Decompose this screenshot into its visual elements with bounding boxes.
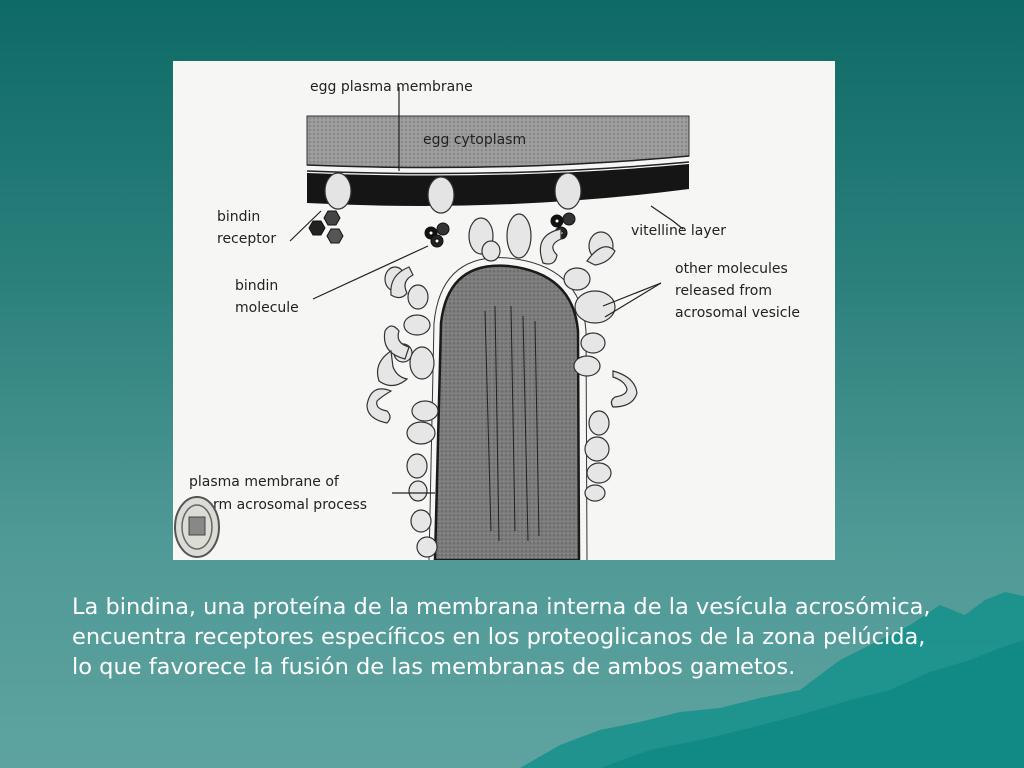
label-egg-cytoplasm: egg cytoplasm	[423, 132, 526, 148]
label-bindin-receptor-1: bindin	[217, 209, 260, 225]
bindin-molecule-cluster-2	[424, 222, 450, 248]
label-vitelline-layer: vitelline layer	[631, 223, 726, 239]
label-plasma-membrane-1: plasma membrane of	[189, 474, 340, 490]
actin-filaments	[484, 305, 540, 542]
label-plasma-membrane-2: rm acrosomal process	[213, 497, 367, 513]
bindin-receptor-3	[554, 172, 582, 210]
acrosomal-process	[433, 264, 581, 560]
bindin-receptor-1	[324, 172, 352, 210]
library-stamp	[174, 496, 220, 558]
label-bindin-molecule-2: molecule	[235, 300, 299, 316]
label-other-molecules-2: released from	[675, 283, 772, 299]
egg-plasma-membrane	[306, 155, 690, 169]
acrosome-diagram: egg plasma membrane egg cytoplasm bindin…	[174, 79, 800, 560]
label-other-molecules-3: acrosomal vesicle	[675, 305, 800, 321]
label-other-molecules-1: other molecules	[675, 261, 788, 277]
leader-lines	[289, 87, 684, 494]
label-bindin-receptor-2: receptor	[217, 231, 276, 247]
diagram-figure: egg plasma membrane egg cytoplasm bindin…	[173, 61, 835, 560]
label-egg-plasma-membrane: egg plasma membrane	[310, 79, 473, 95]
label-bindin-molecule-1: bindin	[235, 278, 278, 294]
slide-caption: La bindina, una proteína de la membrana …	[72, 594, 931, 680]
bindin-receptor-2	[427, 176, 455, 214]
vitelline-layer	[307, 164, 689, 206]
loose-bindin-molecules	[308, 210, 344, 244]
